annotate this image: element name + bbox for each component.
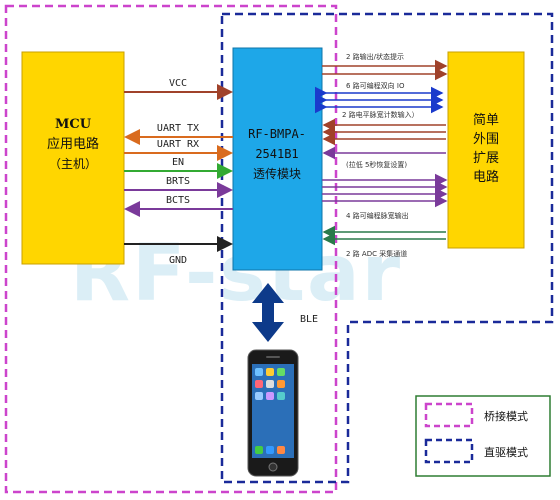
module-line2: 2541B1 (255, 147, 298, 161)
direct-mode-outline (220, 12, 554, 484)
legend-bridge-label: 桥接模式 (484, 410, 528, 423)
legend-bridge-swatch (424, 402, 474, 428)
pulse-in-label: 2 路电平脉宽计数输入） (342, 110, 419, 119)
bcts-label: BCTS (166, 195, 190, 206)
brts-label: BRTS (166, 176, 190, 187)
module-box (232, 47, 323, 271)
ext-line2: 外围 (473, 132, 499, 147)
vcc-label: VCC (169, 78, 187, 89)
ble-label: BLE (300, 314, 318, 325)
mcu-host-label: （主机） (49, 157, 97, 171)
ext-line3: 扩展 (473, 151, 499, 166)
mcu-title: MCU (55, 117, 92, 132)
outputs-label: 2 路输出/状态提示 (346, 52, 404, 61)
adc-label: 2 路 ADC 采集通道 (346, 249, 407, 258)
restore-label: (拉低 5秒恢复设置) (346, 160, 407, 169)
legend-box (415, 395, 551, 477)
ext-circuit-box (447, 51, 525, 249)
io-label: 6 路可编程双向 IO (346, 81, 405, 90)
en-label: EN (172, 157, 184, 168)
module-line3: 透传模块 (253, 166, 301, 181)
bridge-mode-outline (4, 4, 338, 494)
ext-line1: 简单 (473, 112, 499, 128)
module-line1: RF-BMPA- (248, 127, 306, 141)
pwm-label: 4 路可编程脉宽输出 (346, 211, 409, 220)
legend-direct-label: 直驱模式 (484, 445, 528, 459)
ble-arrow (252, 283, 284, 342)
mcu-box (21, 51, 125, 265)
legend-direct-swatch (424, 438, 474, 464)
mcu-subtitle: 应用电路 (47, 136, 99, 152)
smartphone-icon (247, 349, 299, 477)
gnd-label: GND (169, 255, 187, 266)
uart-tx-label: UART TX (157, 123, 199, 134)
ext-line4: 电路 (473, 169, 499, 185)
uart-rx-label: UART RX (157, 139, 199, 150)
